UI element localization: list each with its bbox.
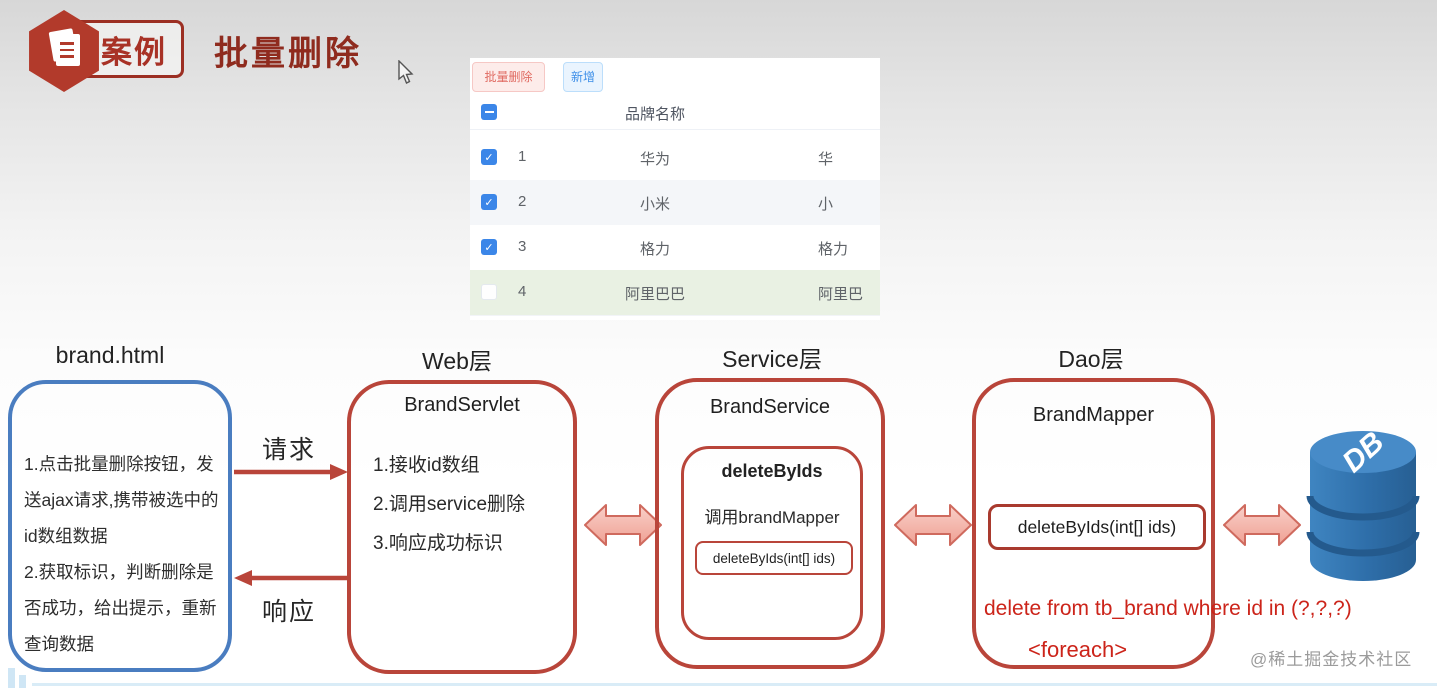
- row-checkbox[interactable]: [481, 284, 497, 300]
- row-index: 4: [518, 283, 527, 300]
- table-row[interactable]: 2 小米 小: [470, 180, 880, 226]
- browser-step-line: 送ajax请求,携带被选中的: [24, 490, 219, 510]
- browser-column-title: brand.html: [55, 342, 165, 368]
- brand-cell-clipped: 格力: [818, 241, 849, 258]
- brand-cell-clipped: 阿里巴: [818, 286, 864, 303]
- sql-statement: delete from tb_brand where id in (?,?,?): [984, 597, 1352, 620]
- service-dao-arrow-icon: [894, 504, 972, 546]
- add-button[interactable]: 新增: [563, 62, 603, 92]
- dao-box: BrandMapper deleteByIds(int[] ids): [972, 378, 1215, 669]
- web-step: 1.接收id数组: [373, 455, 480, 476]
- web-layer-title: Web层: [422, 348, 492, 374]
- watermark: @稀土掘金技术社区: [1250, 650, 1413, 669]
- service-method-box: deleteByIds 调用brandMapper deleteByIds(in…: [681, 446, 863, 640]
- bottom-divider: [32, 683, 1437, 686]
- select-all-checkbox[interactable]: [481, 104, 497, 120]
- table-row[interactable]: 1 华为 华: [470, 135, 880, 181]
- service-box: BrandService deleteByIds 调用brandMapper d…: [655, 378, 885, 669]
- batch-delete-button[interactable]: 批量删除: [472, 62, 545, 92]
- table-row[interactable]: 4 阿里巴巴 阿里巴: [470, 270, 880, 316]
- brand-column-header: 品牌名称: [624, 106, 685, 123]
- table-row[interactable]: 3 格力 格力: [470, 225, 880, 271]
- dao-db-arrow-icon: [1223, 504, 1301, 546]
- corner-bar-icon: [8, 668, 15, 688]
- row-index: 3: [518, 238, 527, 255]
- page-title: 批量删除: [214, 35, 362, 73]
- corner-bar-icon: [19, 675, 26, 688]
- web-step: 3.响应成功标识: [373, 533, 503, 554]
- foreach-tag: <foreach>: [1028, 637, 1128, 662]
- brand-cell-clipped: 小: [818, 196, 834, 213]
- dao-layer-title: Dao层: [1058, 346, 1124, 372]
- web-service-arrow-icon: [584, 504, 662, 546]
- dao-method-box: deleteByIds(int[] ids): [988, 504, 1206, 550]
- brand-cell: 华为: [639, 151, 670, 168]
- service-call-text: 调用brandMapper: [704, 508, 840, 527]
- browser-step-line: 否成功，给出提示，重新: [24, 598, 217, 618]
- web-step: 2.调用service删除: [373, 494, 526, 515]
- request-response-arrows: [234, 464, 348, 586]
- servlet-class-name: BrandServlet: [404, 394, 520, 416]
- case-badge-label: 案例: [101, 34, 167, 70]
- mapper-class-name: BrandMapper: [1032, 404, 1155, 426]
- row-checkbox[interactable]: [481, 194, 497, 210]
- request-label: 请求: [262, 436, 317, 464]
- row-checkbox[interactable]: [481, 149, 497, 165]
- web-servlet-box: BrandServlet 1.接收id数组 2.调用service删除 3.响应…: [347, 380, 577, 674]
- browser-step-line: id数组数据: [24, 526, 108, 546]
- row-index: 2: [518, 193, 527, 210]
- browser-step-line: 1.点击批量删除按钮，发: [24, 454, 214, 474]
- brand-cell: 小米: [639, 196, 670, 213]
- brand-cell-clipped: 华: [818, 151, 834, 168]
- document-page-front-icon: [56, 34, 80, 66]
- browser-step-line: 2.获取标识，判断删除是: [24, 562, 214, 582]
- mouse-cursor-icon: [396, 59, 416, 91]
- service-layer-title: Service层: [722, 346, 822, 372]
- response-label: 响应: [262, 598, 317, 626]
- mapper-call-box: deleteByIds(int[] ids): [695, 541, 853, 575]
- service-class-name: BrandService: [709, 396, 831, 418]
- brand-cell: 格力: [639, 241, 670, 258]
- table-header-row: 品牌名称: [470, 96, 880, 130]
- browser-step-line: 查询数据: [24, 634, 94, 654]
- database-cylinder-icon: DB: [1300, 420, 1426, 597]
- row-index: 1: [518, 148, 527, 165]
- service-method-name: deleteByIds: [721, 461, 823, 481]
- row-checkbox[interactable]: [481, 239, 497, 255]
- brand-cell: 阿里巴巴: [624, 286, 685, 303]
- browser-box: 1.点击批量删除按钮，发 送ajax请求,携带被选中的 id数组数据 2.获取标…: [8, 380, 232, 672]
- admin-table-screenshot: 批量删除 新增 品牌名称 1 华为 华 2 小米 小 3 格力 格力 4 阿里巴…: [470, 58, 880, 320]
